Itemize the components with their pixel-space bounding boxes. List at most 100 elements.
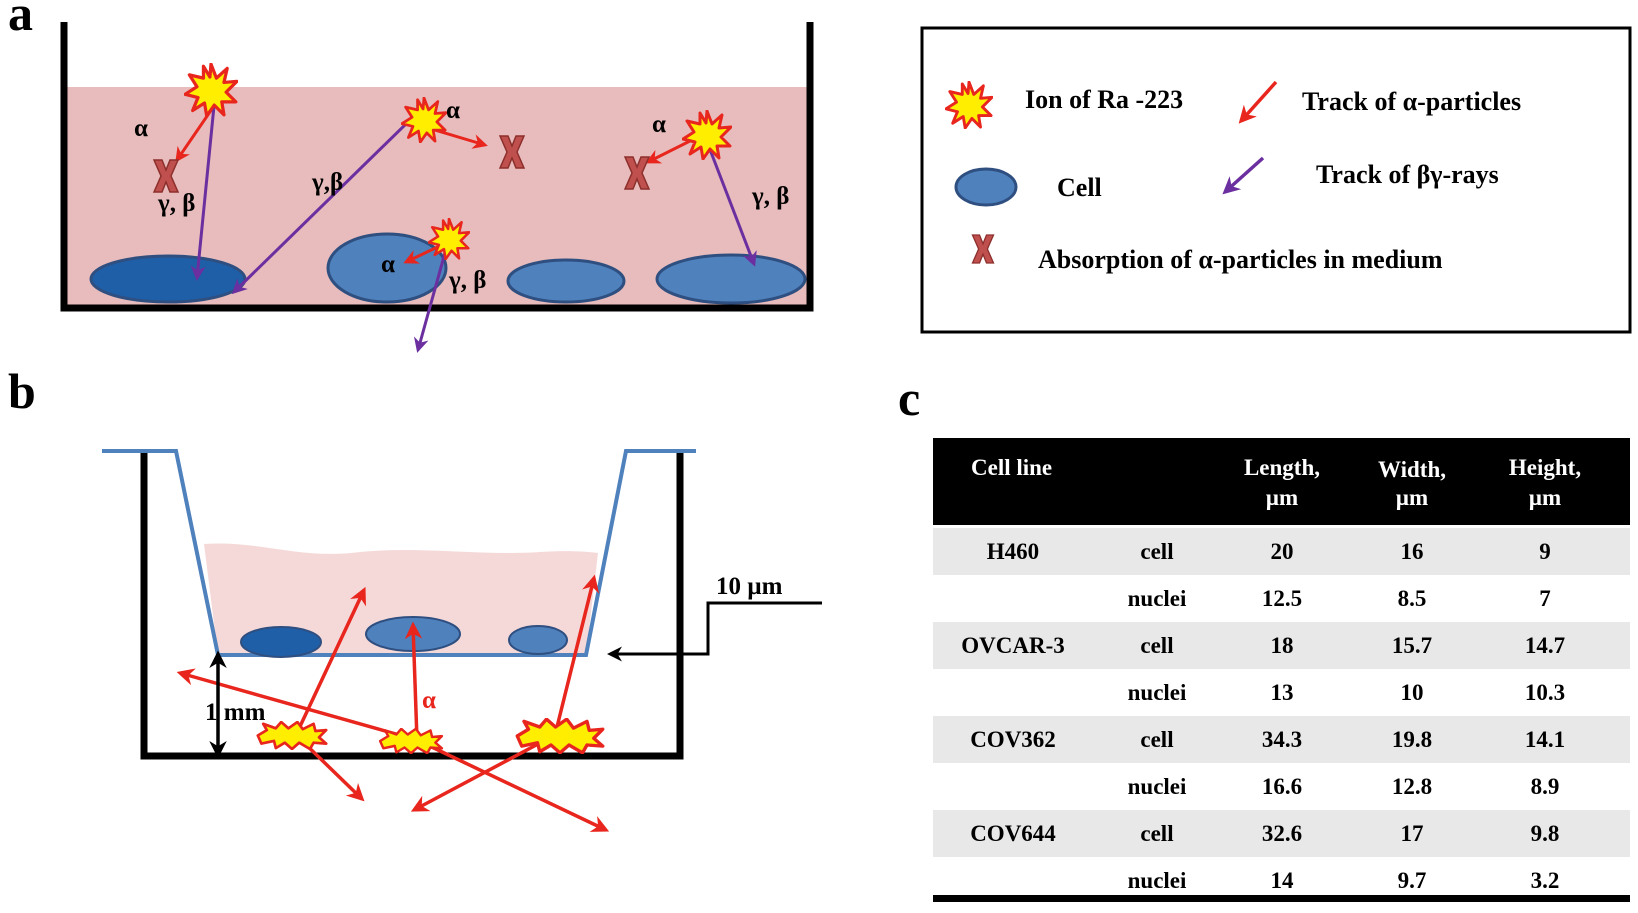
panel-b-label: b bbox=[8, 363, 36, 419]
legend-cell-text: Cell bbox=[1057, 173, 1102, 202]
alpha-track bbox=[294, 586, 366, 736]
table-row: COV362 cell 34.3 19.8 14.1 bbox=[933, 716, 1630, 763]
gamma-beta-label: γ, β bbox=[448, 267, 486, 294]
legend-cell-icon bbox=[954, 167, 1018, 207]
cell-width: 17 bbox=[1401, 821, 1424, 846]
cell-height: 14.7 bbox=[1525, 633, 1565, 658]
scale-10um-label: 10 µm bbox=[716, 573, 783, 600]
cell-height: 3.2 bbox=[1531, 868, 1560, 893]
cell-width: 8.5 bbox=[1398, 586, 1427, 611]
medium-b bbox=[204, 543, 598, 655]
dimension-table: Cell line Length, µm Width, µm Height, µ… bbox=[933, 438, 1630, 902]
cell-type: cell bbox=[1140, 539, 1173, 564]
cell-4 bbox=[655, 253, 807, 305]
cell-height: 9.8 bbox=[1531, 821, 1560, 846]
header-height: Height, bbox=[1509, 455, 1581, 480]
cell-type: nuclei bbox=[1128, 586, 1187, 611]
cell-height: 14.1 bbox=[1525, 727, 1565, 752]
alpha-label: α bbox=[446, 97, 460, 124]
cell-length: 16.6 bbox=[1262, 774, 1302, 799]
cell-height: 10.3 bbox=[1525, 680, 1565, 705]
cell-length: 34.3 bbox=[1262, 727, 1302, 752]
row-shade bbox=[933, 810, 1630, 857]
table-header bbox=[933, 438, 1630, 525]
table-row: nuclei 16.6 12.8 8.9 bbox=[1128, 774, 1560, 799]
cell-b-3 bbox=[508, 625, 568, 655]
table-bottom-rule bbox=[933, 895, 1630, 902]
well-wall bbox=[60, 22, 814, 312]
alpha-label: α bbox=[134, 115, 148, 142]
cell-width: 9.7 bbox=[1398, 868, 1427, 893]
legend-box bbox=[920, 26, 1632, 334]
cell-type: cell bbox=[1140, 633, 1173, 658]
cell-length: 12.5 bbox=[1262, 586, 1302, 611]
cell-height: 9 bbox=[1539, 539, 1551, 564]
gamma-beta-label: γ,β bbox=[311, 169, 343, 196]
table-row: OVCAR-3 cell 18 15.7 14.7 bbox=[933, 622, 1630, 669]
cell-b-1 bbox=[240, 626, 322, 658]
cell-3 bbox=[506, 258, 626, 304]
cell-length: 18 bbox=[1271, 633, 1294, 658]
cell-1 bbox=[89, 254, 247, 304]
ra223-ion-icon bbox=[378, 728, 444, 754]
row-shade bbox=[933, 528, 1630, 575]
cell-length: 14 bbox=[1271, 868, 1295, 893]
legend-absorption-text: Absorption of α-particles in medium bbox=[1038, 245, 1443, 274]
header-length: Length, bbox=[1244, 455, 1320, 480]
outer-well bbox=[140, 453, 684, 760]
alpha-label: α bbox=[652, 111, 666, 138]
ra223-ion-icon bbox=[256, 721, 328, 750]
table-row: nuclei 14 9.7 3.2 bbox=[1128, 868, 1560, 893]
cell-line: COV644 bbox=[970, 821, 1056, 846]
row-shade bbox=[933, 716, 1630, 763]
panel-c-label: c bbox=[898, 370, 920, 426]
cell-length: 13 bbox=[1271, 680, 1294, 705]
beta-gamma-track bbox=[413, 241, 450, 353]
legend-ion-text: Ion of Ra -223 bbox=[1025, 85, 1183, 114]
beta-gamma-track bbox=[190, 105, 216, 281]
header-width: Width, bbox=[1378, 457, 1446, 482]
gamma-beta-label: γ, β bbox=[157, 190, 195, 217]
alpha-track bbox=[553, 574, 600, 736]
table-row: nuclei 12.5 8.5 7 bbox=[1128, 586, 1551, 611]
header-cell-line: Cell line bbox=[971, 455, 1052, 480]
panel-b-dish bbox=[102, 449, 696, 760]
legend-bg-text: Track of βγ-rays bbox=[1316, 160, 1499, 189]
header-length-unit: µm bbox=[1266, 485, 1298, 510]
legend-alpha-arrow-icon bbox=[1238, 80, 1278, 124]
cell-height: 7 bbox=[1539, 586, 1551, 611]
gamma-beta-label: γ, β bbox=[751, 183, 789, 210]
beta-gamma-track bbox=[231, 120, 410, 295]
alpha-label: α bbox=[381, 251, 395, 278]
cell-line: OVCAR-3 bbox=[961, 633, 1065, 658]
cell-type: nuclei bbox=[1128, 680, 1187, 705]
panel-a-label: a bbox=[8, 0, 33, 41]
alpha-track bbox=[416, 738, 610, 832]
cell-line: COV362 bbox=[970, 727, 1056, 752]
cell-line: H460 bbox=[987, 539, 1039, 564]
cell-width: 10 bbox=[1401, 680, 1424, 705]
cell-width: 19.8 bbox=[1392, 727, 1432, 752]
cell-width: 15.7 bbox=[1392, 633, 1432, 658]
row-shade bbox=[933, 622, 1630, 669]
header-height-unit: µm bbox=[1529, 485, 1561, 510]
alpha-label-b: α bbox=[422, 687, 436, 714]
cell-type: nuclei bbox=[1128, 774, 1187, 799]
cell-height: 8.9 bbox=[1531, 774, 1560, 799]
cell-type: nuclei bbox=[1128, 868, 1187, 893]
cell-type: cell bbox=[1140, 727, 1173, 752]
legend-bg-arrow-icon bbox=[1222, 156, 1265, 195]
cell-length: 32.6 bbox=[1262, 821, 1302, 846]
table-row: nuclei 13 10 10.3 bbox=[1128, 680, 1566, 705]
legend-alpha-text: Track of α-particles bbox=[1302, 87, 1521, 116]
alpha-track bbox=[410, 733, 556, 812]
alpha-track bbox=[404, 621, 423, 741]
scale-1mm-label: 1 mm bbox=[205, 699, 266, 726]
cell-width: 12.8 bbox=[1392, 774, 1432, 799]
legend: Ion of Ra -223 Track of α-particles Cell… bbox=[920, 26, 1632, 334]
scale-10um-pointer bbox=[607, 601, 822, 662]
beta-gamma-track bbox=[702, 133, 757, 267]
